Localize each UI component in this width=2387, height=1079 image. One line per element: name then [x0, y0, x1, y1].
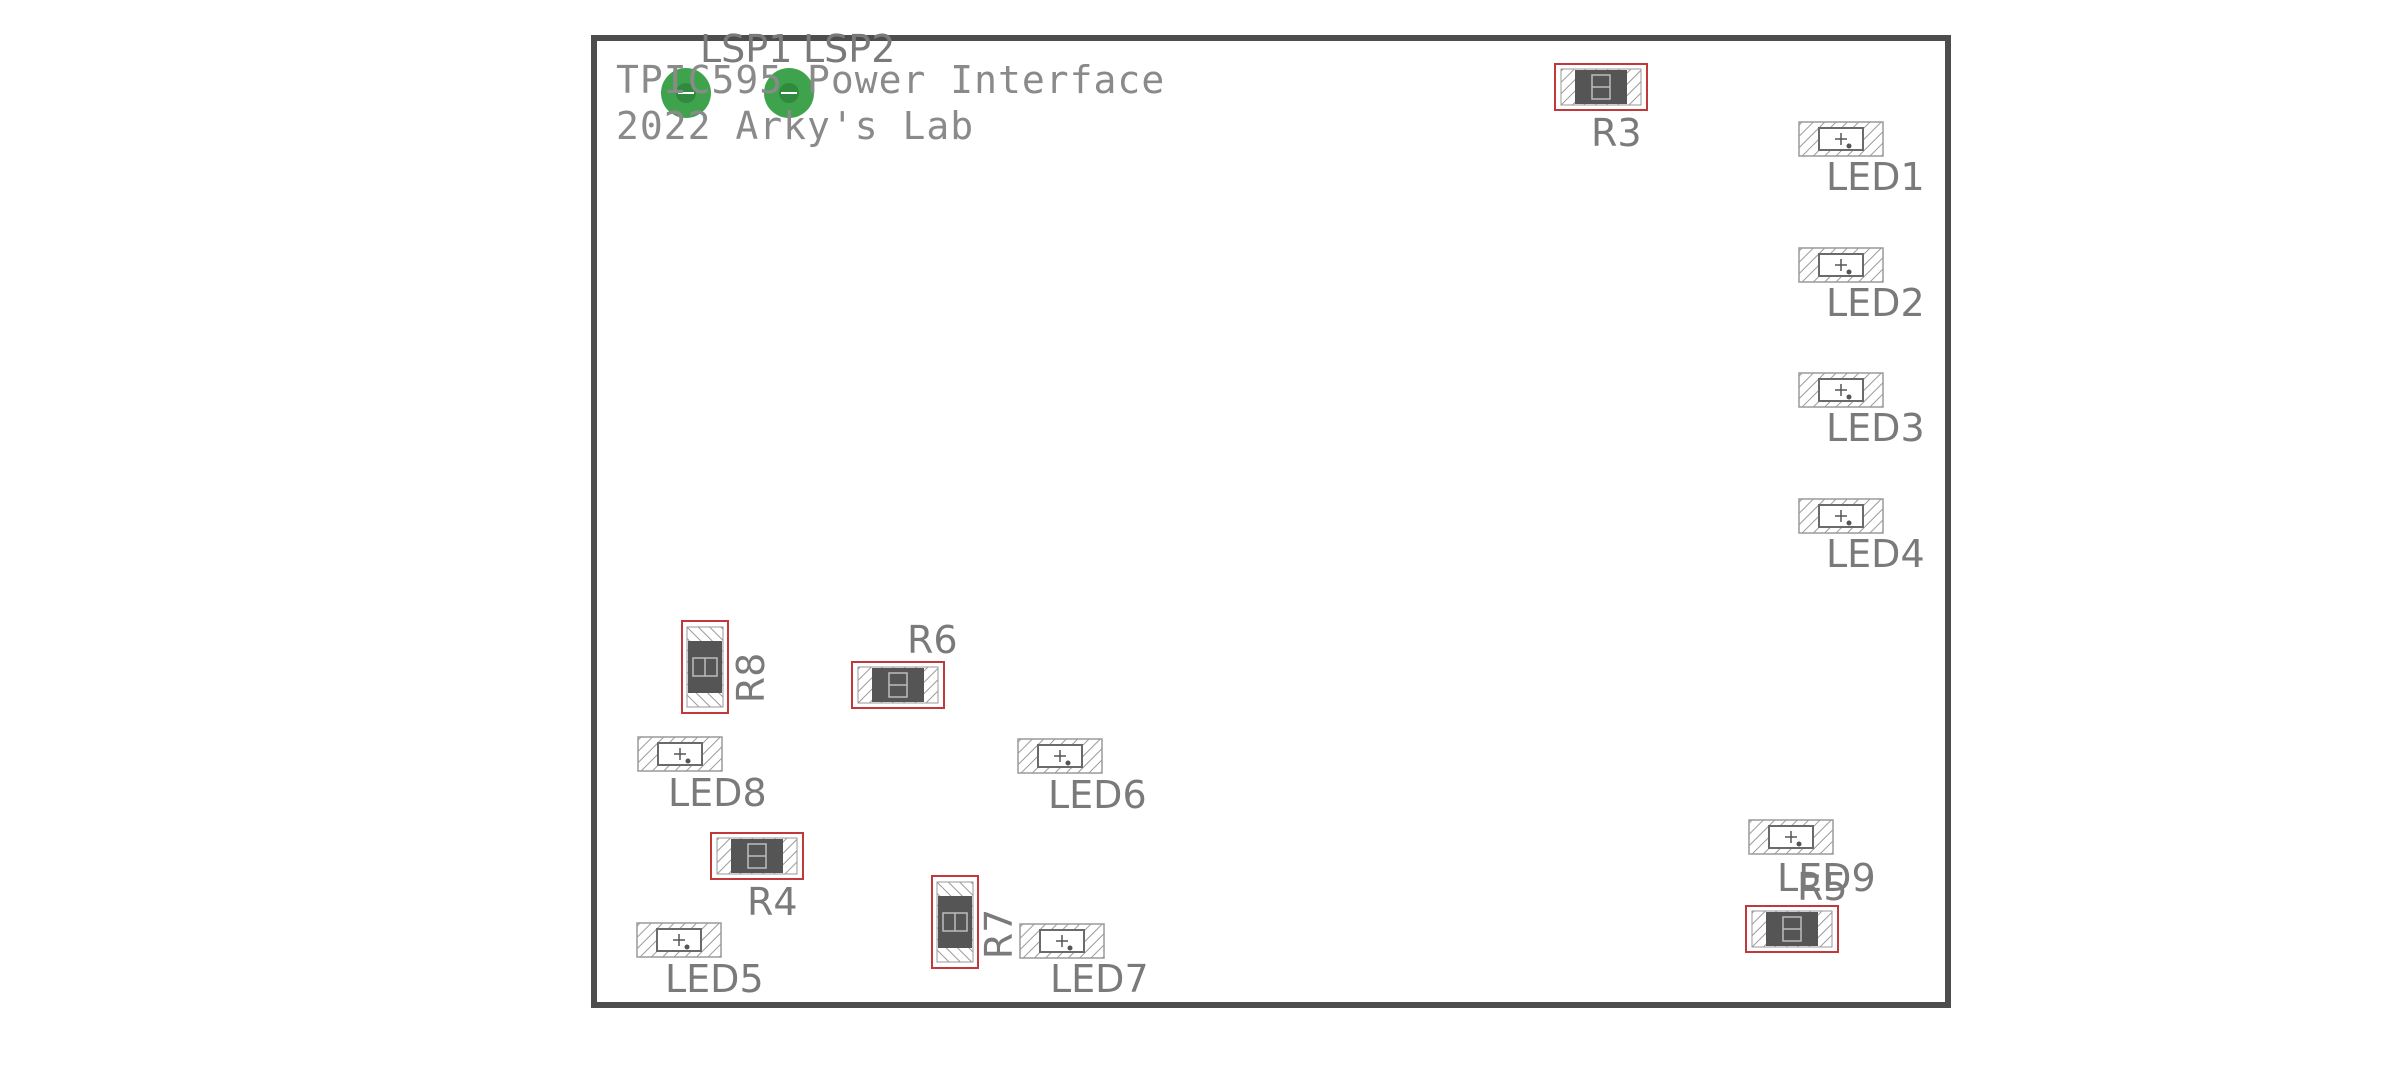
- r4-courtyard: [710, 832, 804, 880]
- led8-footprint: [637, 736, 723, 772]
- board-outline: [591, 35, 1951, 1008]
- component-led1[interactable]: LED1: [1798, 121, 1925, 199]
- component-lsp2[interactable]: LSP2: [764, 27, 895, 118]
- component-led9[interactable]: LED9: [1748, 819, 1876, 900]
- led8-polarity-dot: [685, 758, 691, 764]
- component-led3[interactable]: LED3: [1798, 372, 1925, 450]
- silkscreen-notes: TPIC595 Power Interface 2022 Arky's Lab: [616, 58, 1165, 148]
- led6-reference-label: LED6: [1048, 773, 1147, 817]
- led3-footprint: [1798, 372, 1884, 408]
- board-title-note: TPIC595 Power Interface: [616, 58, 1165, 102]
- component-lsp1[interactable]: LSP1: [661, 27, 792, 118]
- led9-reference-label: LED9: [1777, 856, 1876, 900]
- r6-footprint: [851, 661, 945, 709]
- component-led5[interactable]: LED5: [636, 922, 764, 1001]
- r7-footprint: [931, 875, 979, 969]
- r7-courtyard: [931, 875, 979, 969]
- led4-polarity-dot: [1846, 520, 1852, 526]
- component-led8[interactable]: LED8: [637, 736, 767, 815]
- r6-reference-label: R6: [907, 618, 958, 662]
- led6-polarity-dot: [1065, 760, 1071, 766]
- lsp2-footprint: [764, 68, 814, 118]
- led7-reference-label: LED7: [1050, 957, 1149, 1001]
- led7-polarity-dot: [1067, 945, 1073, 951]
- lsp1-reference-label: LSP1: [700, 27, 792, 71]
- lsp2-reference-label: LSP2: [803, 27, 895, 71]
- led2-reference-label: LED2: [1826, 281, 1925, 325]
- led8-reference-label: LED8: [668, 771, 767, 815]
- led5-reference-label: LED5: [665, 957, 764, 1001]
- led9-footprint: [1748, 819, 1834, 855]
- r8-courtyard: [681, 620, 729, 714]
- led3-polarity-dot: [1846, 394, 1852, 400]
- led5-polarity-dot: [684, 944, 690, 950]
- led7-footprint: [1019, 923, 1105, 959]
- led5-footprint: [636, 922, 722, 958]
- r8-footprint: [681, 620, 729, 714]
- component-led7[interactable]: LED7: [1019, 923, 1149, 1001]
- r5-footprint: [1745, 905, 1839, 953]
- led6-footprint: [1017, 738, 1103, 774]
- led4-footprint: [1798, 498, 1884, 534]
- r4-reference-label: R4: [747, 880, 798, 924]
- component-r6[interactable]: R6: [851, 618, 958, 709]
- led1-reference-label: LED1: [1826, 155, 1925, 199]
- r5-courtyard: [1745, 905, 1839, 953]
- led2-footprint: [1798, 247, 1884, 283]
- r8-reference-label: R8: [729, 653, 773, 704]
- r3-courtyard: [1554, 63, 1648, 111]
- led2-polarity-dot: [1846, 269, 1852, 275]
- lsp1-footprint: [661, 68, 711, 118]
- component-led2[interactable]: LED2: [1798, 247, 1925, 325]
- r6-courtyard: [851, 661, 945, 709]
- component-r3[interactable]: R3: [1554, 63, 1648, 155]
- board-credit-note: 2022 Arky's Lab: [616, 104, 974, 148]
- led4-reference-label: LED4: [1826, 532, 1925, 576]
- led1-polarity-dot: [1846, 143, 1852, 149]
- component-led4[interactable]: LED4: [1798, 498, 1925, 576]
- r5-reference-label: R5: [1797, 865, 1848, 909]
- component-r8[interactable]: R8: [681, 620, 773, 714]
- led3-reference-label: LED3: [1826, 406, 1925, 450]
- r7-reference-label: R7: [977, 909, 1021, 960]
- r3-reference-label: R3: [1591, 111, 1642, 155]
- r4-footprint: [710, 832, 804, 880]
- component-r7[interactable]: R7: [931, 875, 1021, 969]
- led1-footprint: [1798, 121, 1884, 157]
- component-r5[interactable]: R5: [1745, 865, 1848, 953]
- component-r4[interactable]: R4: [710, 832, 804, 924]
- r3-footprint: [1554, 63, 1648, 111]
- led9-polarity-dot: [1796, 841, 1802, 847]
- component-led6[interactable]: LED6: [1017, 738, 1147, 817]
